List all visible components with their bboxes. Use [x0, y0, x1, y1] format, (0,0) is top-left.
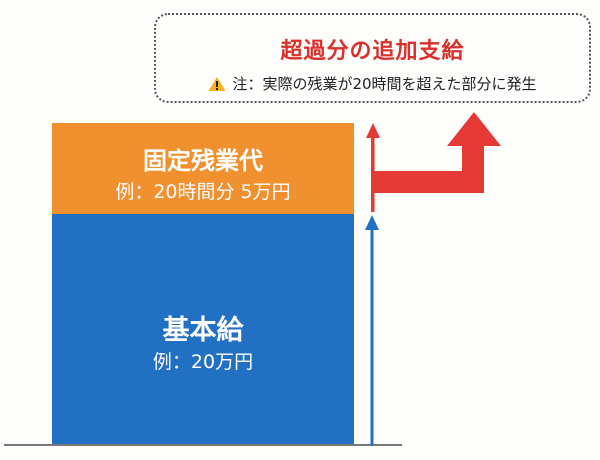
warning-icon	[208, 76, 226, 91]
red-bent-arrow-icon	[373, 112, 501, 193]
fixed-overtime-example: 例：20時間分 5万円	[115, 181, 291, 203]
fixed-overtime-title: 固定残業代	[143, 147, 263, 175]
baseline-axis	[4, 444, 402, 446]
base-salary-title: 基本給	[162, 315, 244, 346]
base-salary-example: 例：20万円	[152, 351, 254, 373]
base-salary-block: 基本給 例：20万円	[52, 214, 354, 445]
additional-pay-note: 超過分の追加支給 注：実際の残業が20時間を超えた部分に発生	[154, 13, 591, 103]
blue-up-arrow-icon	[365, 215, 379, 446]
note-text: 注：実際の残業が20時間を超えた部分に発生	[232, 75, 537, 93]
fixed-overtime-block: 固定残業代 例：20時間分 5万円	[52, 123, 354, 214]
note-title: 超過分の追加支給	[280, 39, 465, 64]
red-up-arrow-icon	[366, 123, 380, 212]
note-subtext-row: 注：実際の残業が20時間を超えた部分に発生	[156, 73, 589, 94]
